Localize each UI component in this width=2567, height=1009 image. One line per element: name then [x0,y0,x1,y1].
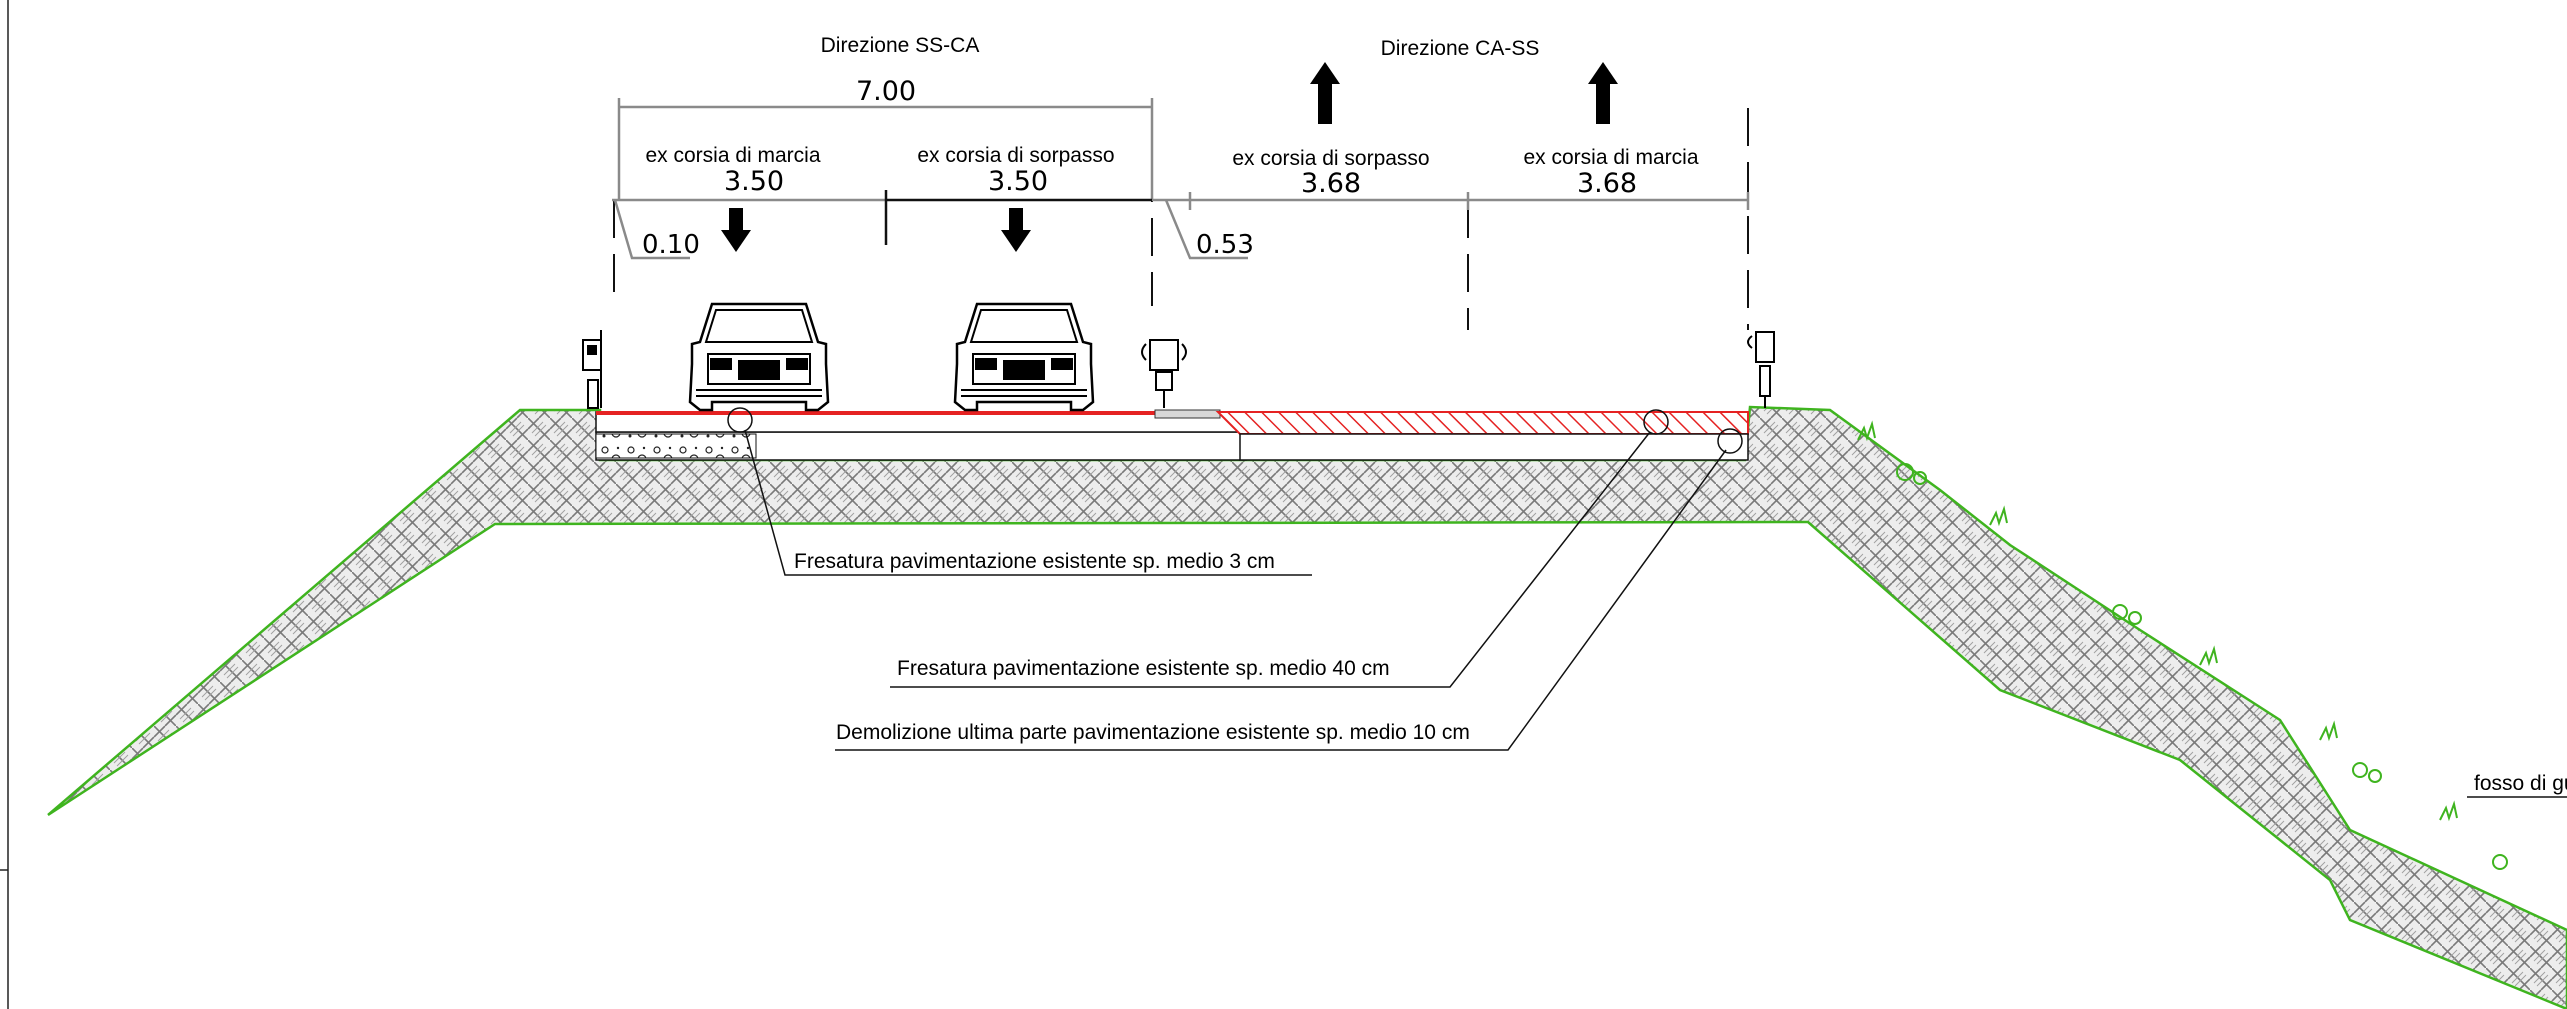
direction-right-label: Direzione CA-SS [1381,37,1540,60]
arrow-down-icon [1001,208,1031,252]
shoulder-left-width: 0.10 [642,230,700,260]
lane1-width: 3.50 [724,166,784,197]
direction-left-label: Direzione SS-CA [821,34,980,57]
guardrail-center-icon [1141,339,1187,408]
lane4-width: 3.68 [1577,168,1637,199]
embankment [47,405,2567,1009]
annotation-ditch: fosso di gu [2474,772,2567,795]
arrow-up-icon [1588,62,1618,124]
lane2-label: ex corsia di sorpasso [917,144,1114,167]
annotation-milling-3cm: Fresatura pavimentazione esistente sp. m… [794,550,1275,573]
guardrail-left-icon [582,330,602,409]
guardrail-right-icon [1747,331,1775,408]
shoulder-mid-width: 0.53 [1196,230,1254,260]
lane4-label: ex corsia di marcia [1523,146,1698,169]
lane3-width: 3.68 [1301,168,1361,199]
leader-lines [744,429,2567,798]
car-icon [953,302,1095,412]
arrow-up-icon [1310,62,1340,124]
callout-circle-3 [1717,428,1743,454]
car-icon [688,302,830,412]
lane-separators [613,108,1749,330]
arrow-down-icon [721,208,751,252]
lane2-width: 3.50 [988,166,1048,197]
annotation-milling-40cm: Fresatura pavimentazione esistente sp. m… [897,657,1390,680]
demolition-layer [1239,433,1749,461]
callout-circle-1 [727,407,753,433]
lane1-label: ex corsia di marcia [645,144,820,167]
callout-circle-2 [1643,409,1669,435]
curb-strip [1154,409,1221,419]
total-width-value: 7.00 [856,76,916,107]
dimension-lines [612,98,1750,260]
grass-tufts [1857,420,2508,870]
rubble-layer [595,433,757,459]
annotation-demolition-10cm: Demolizione ultima parte pavimentazione … [836,721,1470,744]
lane3-label: ex corsia di sorpasso [1232,147,1429,170]
